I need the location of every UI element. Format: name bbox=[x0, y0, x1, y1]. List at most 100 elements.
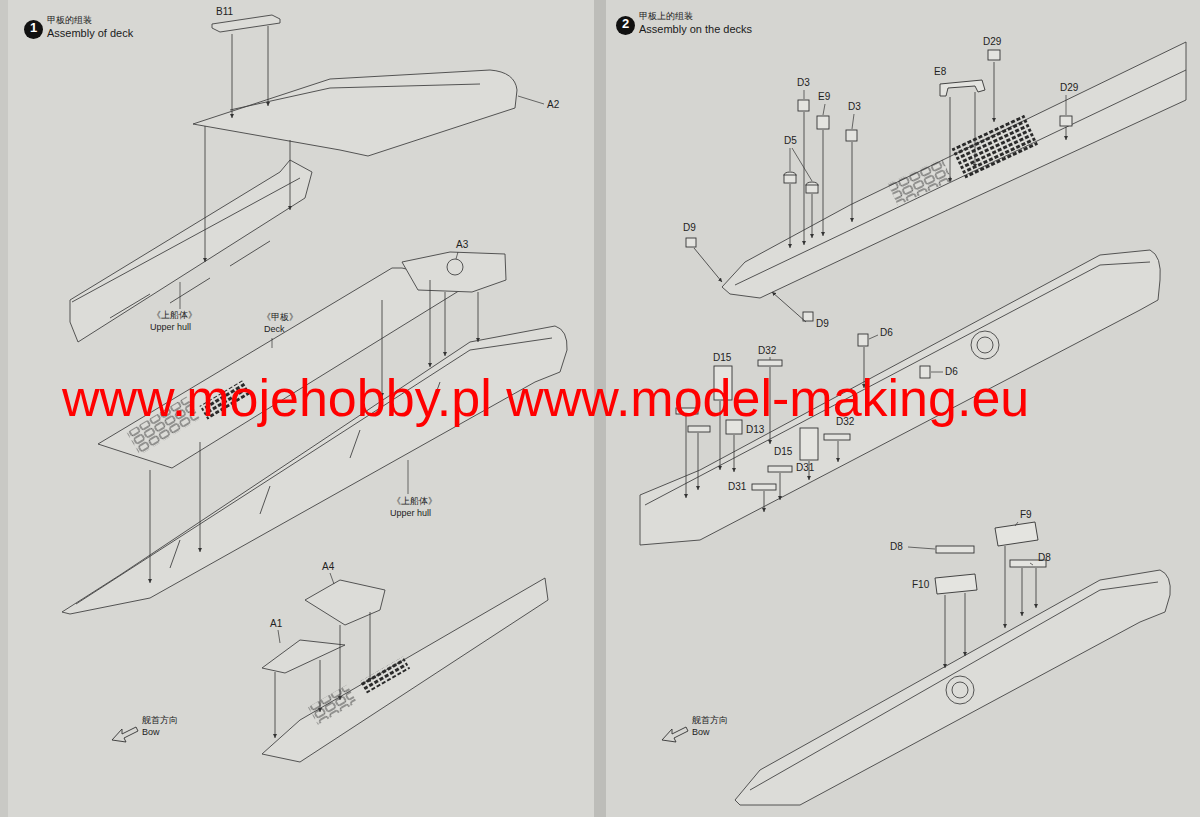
hull-label: Upper hull bbox=[150, 323, 191, 333]
turret-ring bbox=[952, 682, 968, 698]
assembly-arrows bbox=[734, 435, 735, 472]
bow-label: Bow bbox=[142, 728, 160, 738]
bow-label: Bow bbox=[692, 728, 710, 738]
part-e9 bbox=[817, 116, 829, 129]
part-number: D15 bbox=[774, 446, 792, 457]
part-a4 bbox=[305, 580, 385, 625]
part-number: D29 bbox=[983, 36, 1001, 47]
leader-lines bbox=[852, 114, 854, 129]
leader-lines bbox=[1015, 522, 1018, 526]
assembly-arrows bbox=[340, 625, 341, 700]
bow-arrow bbox=[112, 727, 138, 742]
part-number: D15 bbox=[713, 352, 731, 363]
part-number: D13 bbox=[746, 424, 764, 435]
assembly-arrows bbox=[290, 140, 291, 210]
vent-grid bbox=[952, 115, 1039, 180]
part-number: E8 bbox=[934, 66, 946, 77]
leader-lines bbox=[518, 96, 544, 104]
leader-lines bbox=[330, 573, 334, 584]
part-number: D31 bbox=[796, 462, 814, 473]
part-number: D8 bbox=[1038, 552, 1051, 563]
part-d5 bbox=[784, 175, 796, 183]
small-parts bbox=[676, 50, 1072, 594]
step-badge: 1甲板的组装Assembly of deck bbox=[24, 14, 133, 40]
part-d31 bbox=[768, 466, 792, 472]
hatch-group bbox=[308, 685, 357, 725]
part-number: D29 bbox=[1060, 82, 1078, 93]
part-a3 bbox=[402, 252, 506, 292]
assembly-arrows bbox=[965, 593, 966, 656]
part-number: D8 bbox=[890, 541, 903, 552]
part-number: D3 bbox=[848, 101, 861, 112]
step-badge: 2 甲板上的组装Assembly on the decks bbox=[616, 10, 752, 36]
assembly-arrows bbox=[975, 92, 976, 168]
part-f9 bbox=[995, 522, 1038, 546]
bow-arrow bbox=[662, 727, 688, 742]
hull-label: 《上船体》 bbox=[392, 497, 437, 507]
part-number: D3 bbox=[797, 77, 810, 88]
part-d9 bbox=[686, 238, 696, 247]
assembly-arrows bbox=[994, 62, 995, 122]
vent-grid bbox=[360, 656, 410, 693]
part-d29 bbox=[1060, 116, 1072, 126]
leader-lines bbox=[792, 148, 812, 181]
leader-lines bbox=[804, 90, 805, 99]
assembly-arrows bbox=[772, 292, 806, 322]
assembly-arrows bbox=[945, 595, 946, 668]
step-heading-text: Assembly on the decks bbox=[639, 23, 752, 36]
part-d8 bbox=[936, 546, 974, 553]
leader-lines bbox=[770, 357, 771, 360]
assembly-arrows bbox=[950, 97, 951, 182]
assembly-arrows bbox=[445, 292, 446, 356]
upper-hull bbox=[70, 160, 312, 342]
deck-edge bbox=[750, 582, 1158, 790]
hatch-group bbox=[888, 158, 953, 205]
hull-label: 《上船体》 bbox=[152, 311, 197, 321]
deck-edge bbox=[72, 178, 300, 302]
part-number: D6 bbox=[880, 327, 893, 338]
turret-ring bbox=[977, 337, 993, 353]
panel-line bbox=[230, 84, 480, 110]
assembly-arrows bbox=[200, 442, 201, 552]
part-number: A3 bbox=[456, 239, 468, 250]
hull-drawings bbox=[62, 15, 1186, 805]
part-d3 bbox=[846, 130, 857, 141]
watermark: www.mojehobby.pl www.model-making.eu bbox=[62, 372, 1029, 424]
part-a2 bbox=[193, 70, 517, 156]
part-number: A4 bbox=[322, 561, 334, 572]
assembly-arrows bbox=[812, 194, 813, 238]
part-number: D9 bbox=[816, 318, 829, 329]
part-d34 bbox=[688, 426, 710, 432]
assembly-arrows bbox=[686, 415, 687, 498]
assembly-arrows bbox=[838, 441, 839, 462]
part-number: D5 bbox=[784, 135, 797, 146]
assembly-arrows bbox=[698, 433, 699, 490]
assembly-arrows bbox=[275, 672, 276, 738]
step-heading: 甲板的组装Assembly of deck bbox=[47, 14, 133, 40]
assembly-arrows bbox=[268, 26, 269, 106]
part-number: F9 bbox=[1020, 509, 1032, 520]
assembly-arrows bbox=[780, 473, 781, 500]
bow-arrow bbox=[112, 727, 688, 742]
assembly-arrows bbox=[1036, 568, 1037, 608]
assembly-arrows bbox=[370, 612, 371, 682]
part-d6 bbox=[858, 334, 868, 346]
step-heading-text: 甲板上的组装 bbox=[639, 10, 752, 23]
part-number: D31 bbox=[728, 481, 746, 492]
assembly-arrows bbox=[478, 292, 479, 342]
leader-lines bbox=[180, 90, 1066, 643]
leader-lines bbox=[456, 252, 458, 259]
part-f10 bbox=[935, 574, 977, 594]
assembly-arrows bbox=[150, 470, 151, 583]
leader-lines bbox=[869, 335, 878, 339]
upper-hull bbox=[735, 570, 1170, 805]
part-d31 bbox=[752, 484, 776, 490]
step-number: 1 bbox=[24, 20, 43, 39]
hull-label: Upper hull bbox=[390, 509, 431, 519]
step-number: 2 bbox=[616, 16, 635, 35]
part-d3 bbox=[798, 100, 809, 111]
assembly-arrows bbox=[320, 660, 321, 712]
assembly-arrows bbox=[790, 184, 791, 248]
assembly-arrows bbox=[694, 248, 722, 282]
